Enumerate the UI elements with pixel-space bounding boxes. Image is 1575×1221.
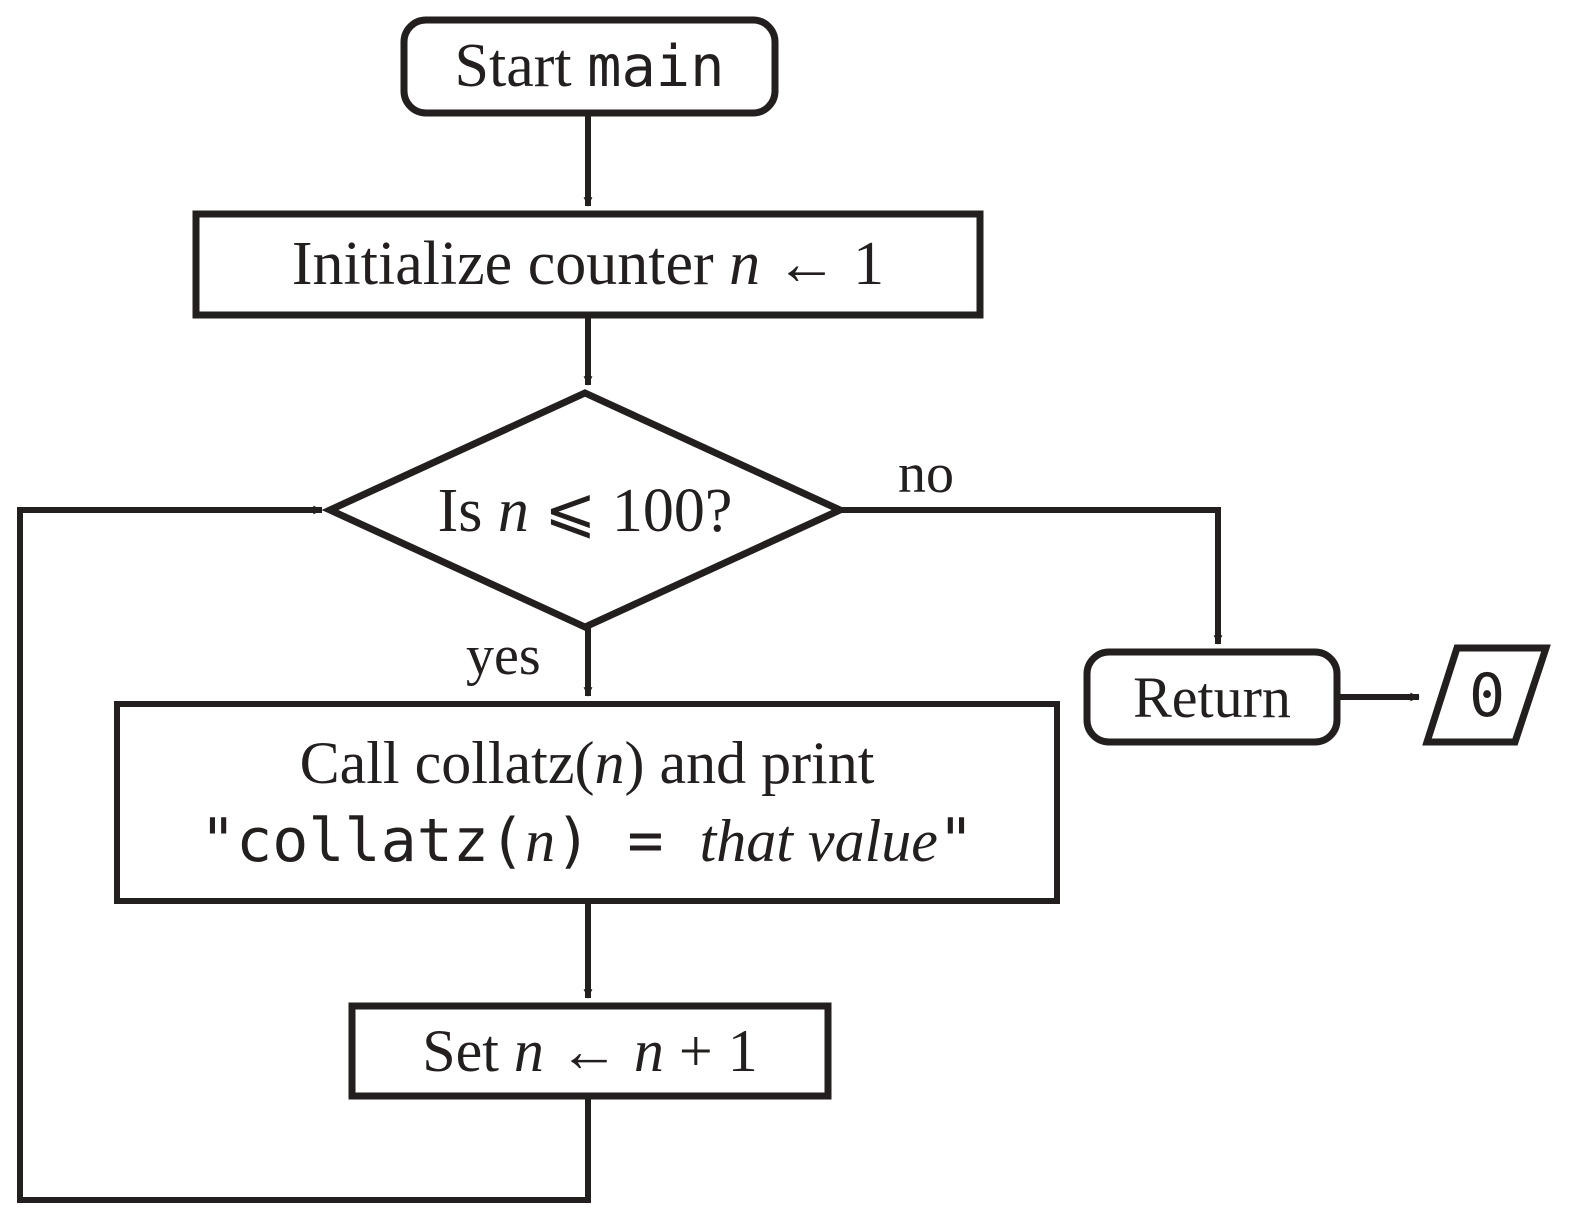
edge-label-yes: yes bbox=[466, 625, 541, 687]
decision-text-suffix: ⩽ 100? bbox=[528, 477, 733, 545]
node-increment-shape bbox=[348, 1002, 832, 1100]
edge-label-no: no bbox=[898, 443, 954, 505]
call-line2-code-prefix: collatz( bbox=[236, 806, 526, 876]
decision-text-prefix: Is bbox=[437, 477, 498, 545]
increment-variable-2: n bbox=[633, 1017, 664, 1084]
call-line2-italic-value: that value bbox=[699, 808, 938, 874]
node-return-value-shape bbox=[1422, 644, 1551, 746]
node-call-label: Call collatz(n) and print "collatz(n) = … bbox=[117, 704, 1057, 901]
start-text: Start bbox=[454, 32, 588, 100]
decision-variable: n bbox=[497, 477, 529, 545]
call-line2-close-quote: " bbox=[937, 806, 974, 876]
increment-text-prefix: Set bbox=[422, 1017, 514, 1084]
node-start-label: Start main bbox=[404, 20, 775, 113]
node-return-value-label: 0 bbox=[1468, 661, 1506, 731]
node-initialize-label: Initialize counter n ← 1 bbox=[196, 214, 980, 315]
node-initialize-shape bbox=[192, 210, 984, 319]
edge-increment-to-decision-loop bbox=[17, 505, 591, 1203]
node-increment-label: Set n ← n + 1 bbox=[352, 1006, 828, 1096]
initialize-variable: n bbox=[729, 230, 761, 298]
initialize-text-suffix: ← 1 bbox=[760, 230, 885, 298]
node-call-shape bbox=[114, 701, 1060, 904]
call-line2-variable: n bbox=[525, 808, 556, 874]
call-line2-open-quote: " bbox=[199, 806, 237, 876]
call-line1-variable: n bbox=[594, 730, 625, 796]
call-line2-code-suffix: ) = bbox=[555, 806, 700, 876]
increment-text-middle: ← bbox=[543, 1017, 634, 1084]
edge-decision-no-to-return bbox=[840, 507, 1223, 645]
call-line1-prefix: Call collatz( bbox=[299, 730, 595, 796]
node-decision-label: Is n ⩽ 100? bbox=[330, 460, 840, 560]
start-code-main: main bbox=[587, 34, 725, 100]
increment-text-suffix: + 1 bbox=[663, 1017, 758, 1084]
node-return-label: Return bbox=[1133, 664, 1291, 730]
initialize-text-prefix: Initialize counter bbox=[291, 230, 730, 298]
increment-variable-1: n bbox=[513, 1017, 544, 1084]
call-line1-suffix: ) and print bbox=[624, 730, 875, 796]
